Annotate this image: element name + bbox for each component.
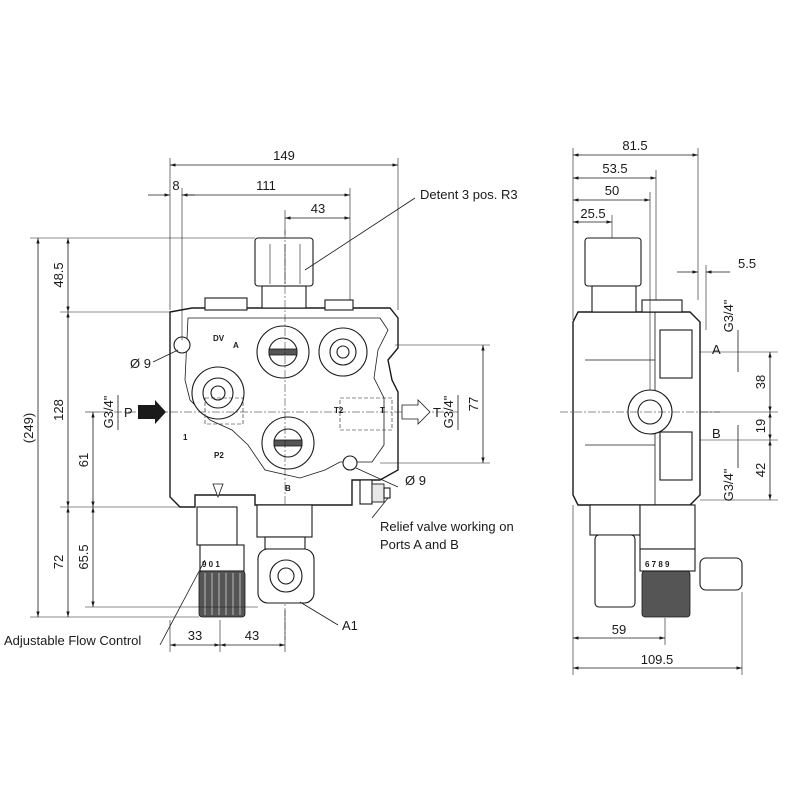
side-bottom-fitting [589, 504, 641, 536]
flow-control-knob [196, 506, 246, 618]
dim-109-5: 109.5 [641, 652, 674, 667]
callouts: Detent 3 pos. R3 Relief valve working on… [4, 187, 518, 648]
side-view [560, 237, 743, 618]
label-a-side: A [712, 342, 721, 357]
side-a1-fitting [699, 557, 743, 591]
side-flow-knob [641, 570, 691, 618]
p2-arrow-icon [212, 483, 224, 499]
dim-33: 33 [188, 628, 202, 643]
dim-42: 42 [753, 463, 768, 477]
dim-111: 111 [256, 178, 276, 193]
side-port-a [659, 329, 693, 379]
marking-p2: P2 [214, 451, 224, 460]
leader-a1 [299, 601, 339, 626]
marking-a: A [233, 341, 239, 350]
pressure-port-cavity [204, 397, 244, 425]
hole-dia-right: Ø 9 [405, 473, 426, 488]
dim-5-5: 5.5 [738, 256, 756, 271]
body-markings: DV A T2 T 1 P2 B 9 0 1 6 7 8 9 [183, 334, 670, 569]
side-port-b [659, 431, 693, 481]
leader-detent [304, 197, 416, 271]
dim-81-5: 81.5 [622, 138, 647, 153]
leader-hole-left [152, 349, 179, 363]
leader-flow-control [159, 559, 206, 646]
label-b-side: B [712, 426, 721, 441]
label-p: P [124, 405, 133, 420]
dim-48-5: 48.5 [51, 262, 66, 287]
thread-a: G3/4" [721, 299, 736, 332]
callout-detent: Detent 3 pos. R3 [420, 187, 518, 202]
dim-65-5: 65.5 [76, 544, 91, 569]
leader-relief [371, 497, 389, 519]
marking-p1: 1 [183, 433, 188, 442]
callout-relief-line2: Ports A and B [380, 537, 459, 552]
dim-72: 72 [51, 555, 66, 569]
a1-port-fitting [256, 504, 315, 604]
relief-valve [359, 479, 391, 505]
callout-a1: A1 [342, 618, 358, 633]
top-boss-left [204, 297, 248, 311]
inlet-arrow-icon [138, 400, 166, 424]
label-t: T [433, 405, 441, 420]
hole-dia-left: Ø 9 [130, 356, 151, 371]
tank-port-cavity [339, 397, 393, 431]
thread-p: G3/4" [101, 395, 116, 428]
dimension-lines [30, 148, 778, 675]
dim-77: 77 [466, 397, 481, 411]
detent-cap [254, 237, 314, 309]
thread-t: G3/4" [441, 395, 456, 428]
scale-front: 9 0 1 [202, 560, 220, 569]
dim-249: (249) [21, 413, 36, 443]
marking-b: B [285, 484, 291, 493]
marking-t1: T [380, 406, 385, 415]
dim-43-bottom: 43 [245, 628, 259, 643]
outlet-arrow-icon [401, 399, 431, 425]
port-lower [261, 416, 315, 470]
dim-19: 19 [753, 419, 768, 433]
dim-50: 50 [605, 183, 619, 198]
marking-t2: T2 [334, 406, 344, 415]
top-boss-right [324, 299, 354, 311]
dim-149: 149 [273, 148, 295, 163]
port-a-upper [256, 325, 310, 379]
dim-43-top: 43 [311, 201, 325, 216]
dim-53-5: 53.5 [602, 161, 627, 176]
side-detent-cap [584, 237, 642, 287]
dim-38: 38 [753, 375, 768, 389]
marking-dv: DV [213, 334, 225, 343]
scale-side: 6 7 8 9 [645, 560, 670, 569]
dim-59: 59 [612, 622, 626, 637]
port-b-upper [318, 327, 368, 377]
front-view [100, 230, 460, 640]
dim-25-5: 25.5 [580, 206, 605, 221]
dim-128: 128 [51, 399, 66, 421]
callout-flow-control: Adjustable Flow Control [4, 633, 141, 648]
dim-8: 8 [172, 178, 179, 193]
mount-hole-9-right [342, 455, 358, 471]
leader-hole-right [355, 467, 399, 488]
thread-b: G3/4" [721, 468, 736, 501]
callout-relief-line1: Relief valve working on [380, 519, 514, 534]
dimension-texts: 149 8 111 43 (249) 48.5 128 72 61 65.5 G… [21, 138, 768, 667]
port-p [191, 366, 245, 420]
dim-61: 61 [76, 453, 91, 467]
